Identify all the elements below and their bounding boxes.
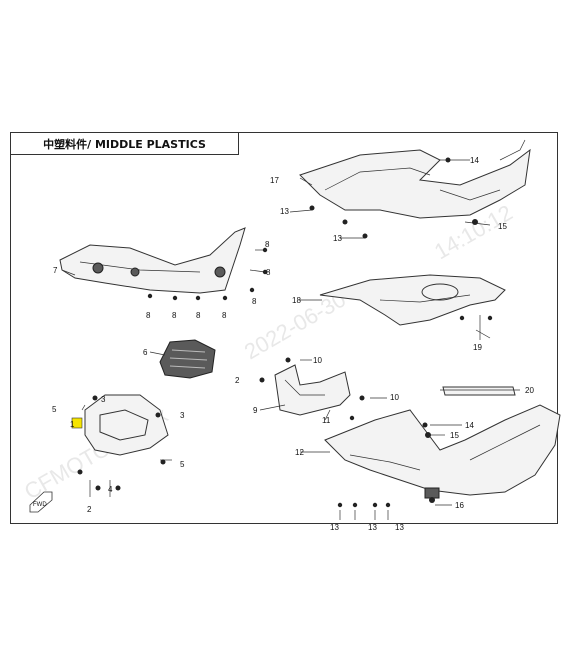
fwd-label: FWD bbox=[33, 502, 47, 508]
part-17-upper-cover bbox=[299, 139, 531, 219]
callout-12: 12 bbox=[295, 448, 304, 457]
part-9-bracket bbox=[274, 364, 351, 416]
callout-5-left: 5 bbox=[52, 405, 57, 414]
fwd-arrow-icon: FWD bbox=[29, 491, 53, 513]
part-6-grille bbox=[159, 339, 216, 379]
callout-4: 4 bbox=[108, 485, 113, 494]
callout-8-a: 8 bbox=[146, 311, 151, 320]
part-18-rear-cover bbox=[319, 274, 506, 326]
callout-13-b2: 13 bbox=[368, 523, 377, 532]
callout-8-f: 8 bbox=[266, 268, 271, 277]
callout-14-top: 14 bbox=[470, 156, 479, 165]
callout-10-top: 10 bbox=[313, 356, 322, 365]
callout-11: 11 bbox=[322, 416, 331, 425]
callout-20: 20 bbox=[525, 386, 534, 395]
callout-8: 8 bbox=[265, 240, 270, 249]
callout-13-b3: 13 bbox=[395, 523, 404, 532]
callout-2-dash: 2 bbox=[87, 505, 92, 514]
callout-6: 6 bbox=[143, 348, 148, 357]
callout-8-b: 8 bbox=[172, 311, 177, 320]
part-12-side-panel bbox=[324, 404, 561, 499]
callout-16: 16 bbox=[455, 501, 464, 510]
callout-5-right: 5 bbox=[180, 460, 185, 469]
callout-1: 1 bbox=[70, 420, 75, 429]
callout-8-d: 8 bbox=[222, 311, 227, 320]
callout-3-right: 3 bbox=[180, 411, 185, 420]
callout-17: 17 bbox=[270, 176, 279, 185]
callout-13-mid: 13 bbox=[333, 234, 342, 243]
part-20-strip bbox=[442, 386, 516, 396]
callout-8-e: 8 bbox=[252, 297, 257, 306]
callout-9: 9 bbox=[253, 406, 258, 415]
callout-3: 3 bbox=[101, 395, 106, 404]
leader-lines bbox=[61, 159, 520, 520]
callout-13-b1: 13 bbox=[330, 523, 339, 532]
callout-2-bracket: 2 bbox=[235, 376, 240, 385]
callout-15-bottom: 15 bbox=[450, 431, 459, 440]
callout-13-left: 13 bbox=[280, 207, 289, 216]
callout-8-c: 8 bbox=[196, 311, 201, 320]
callout-labels: 1 2 2 3 3 4 5 5 6 7 8 8 8 8 8 8 8 9 10 1… bbox=[52, 156, 534, 532]
callout-10-right: 10 bbox=[390, 393, 399, 402]
part-7-seat-base bbox=[59, 227, 246, 294]
diagram-title: 中塑料件/ MIDDLE PLASTICS bbox=[11, 133, 239, 155]
callout-19: 19 bbox=[473, 343, 482, 352]
callout-7: 7 bbox=[53, 266, 58, 275]
callout-14-bottom: 14 bbox=[465, 421, 474, 430]
part-1-dash-panel bbox=[71, 394, 169, 456]
callout-15-top: 15 bbox=[498, 222, 507, 231]
callout-18: 18 bbox=[292, 296, 301, 305]
fasteners bbox=[77, 157, 493, 508]
